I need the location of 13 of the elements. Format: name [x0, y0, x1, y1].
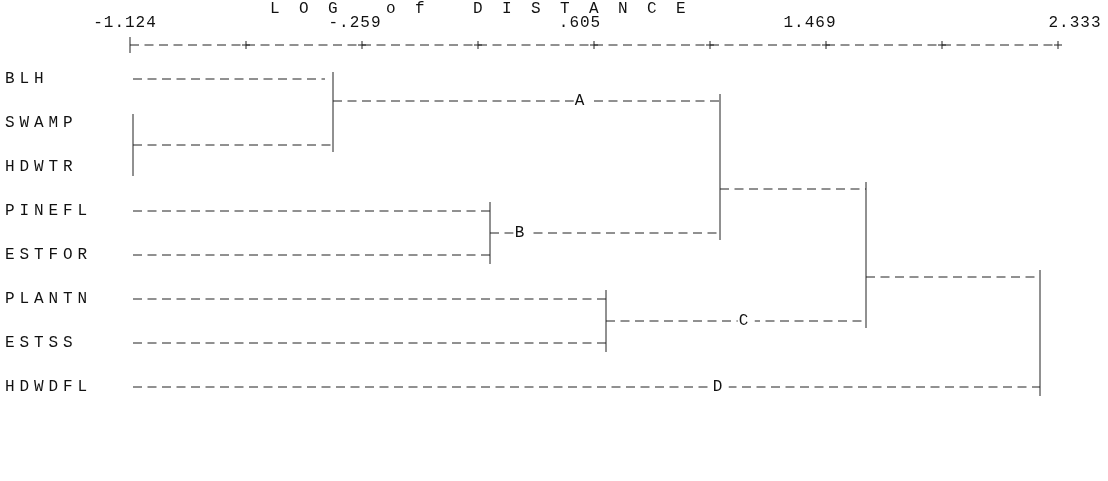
row-label: PINEFL: [5, 202, 92, 220]
row-label: SWAMP: [5, 114, 78, 132]
row-label: BLH: [5, 70, 49, 88]
tick-label: -.259: [328, 14, 382, 32]
row-label: PLANTN: [5, 290, 92, 308]
row-label: ESTFOR: [5, 246, 92, 264]
row-label: HDWTR: [5, 158, 78, 176]
tick-label: 1.469: [783, 14, 837, 32]
tick-label: -1.124: [93, 14, 157, 32]
row-label: HDWDFL: [5, 378, 92, 396]
row-label: ESTSS: [5, 334, 78, 352]
tick-label: 2.333: [1048, 14, 1102, 32]
tick-label: .605: [558, 14, 602, 32]
